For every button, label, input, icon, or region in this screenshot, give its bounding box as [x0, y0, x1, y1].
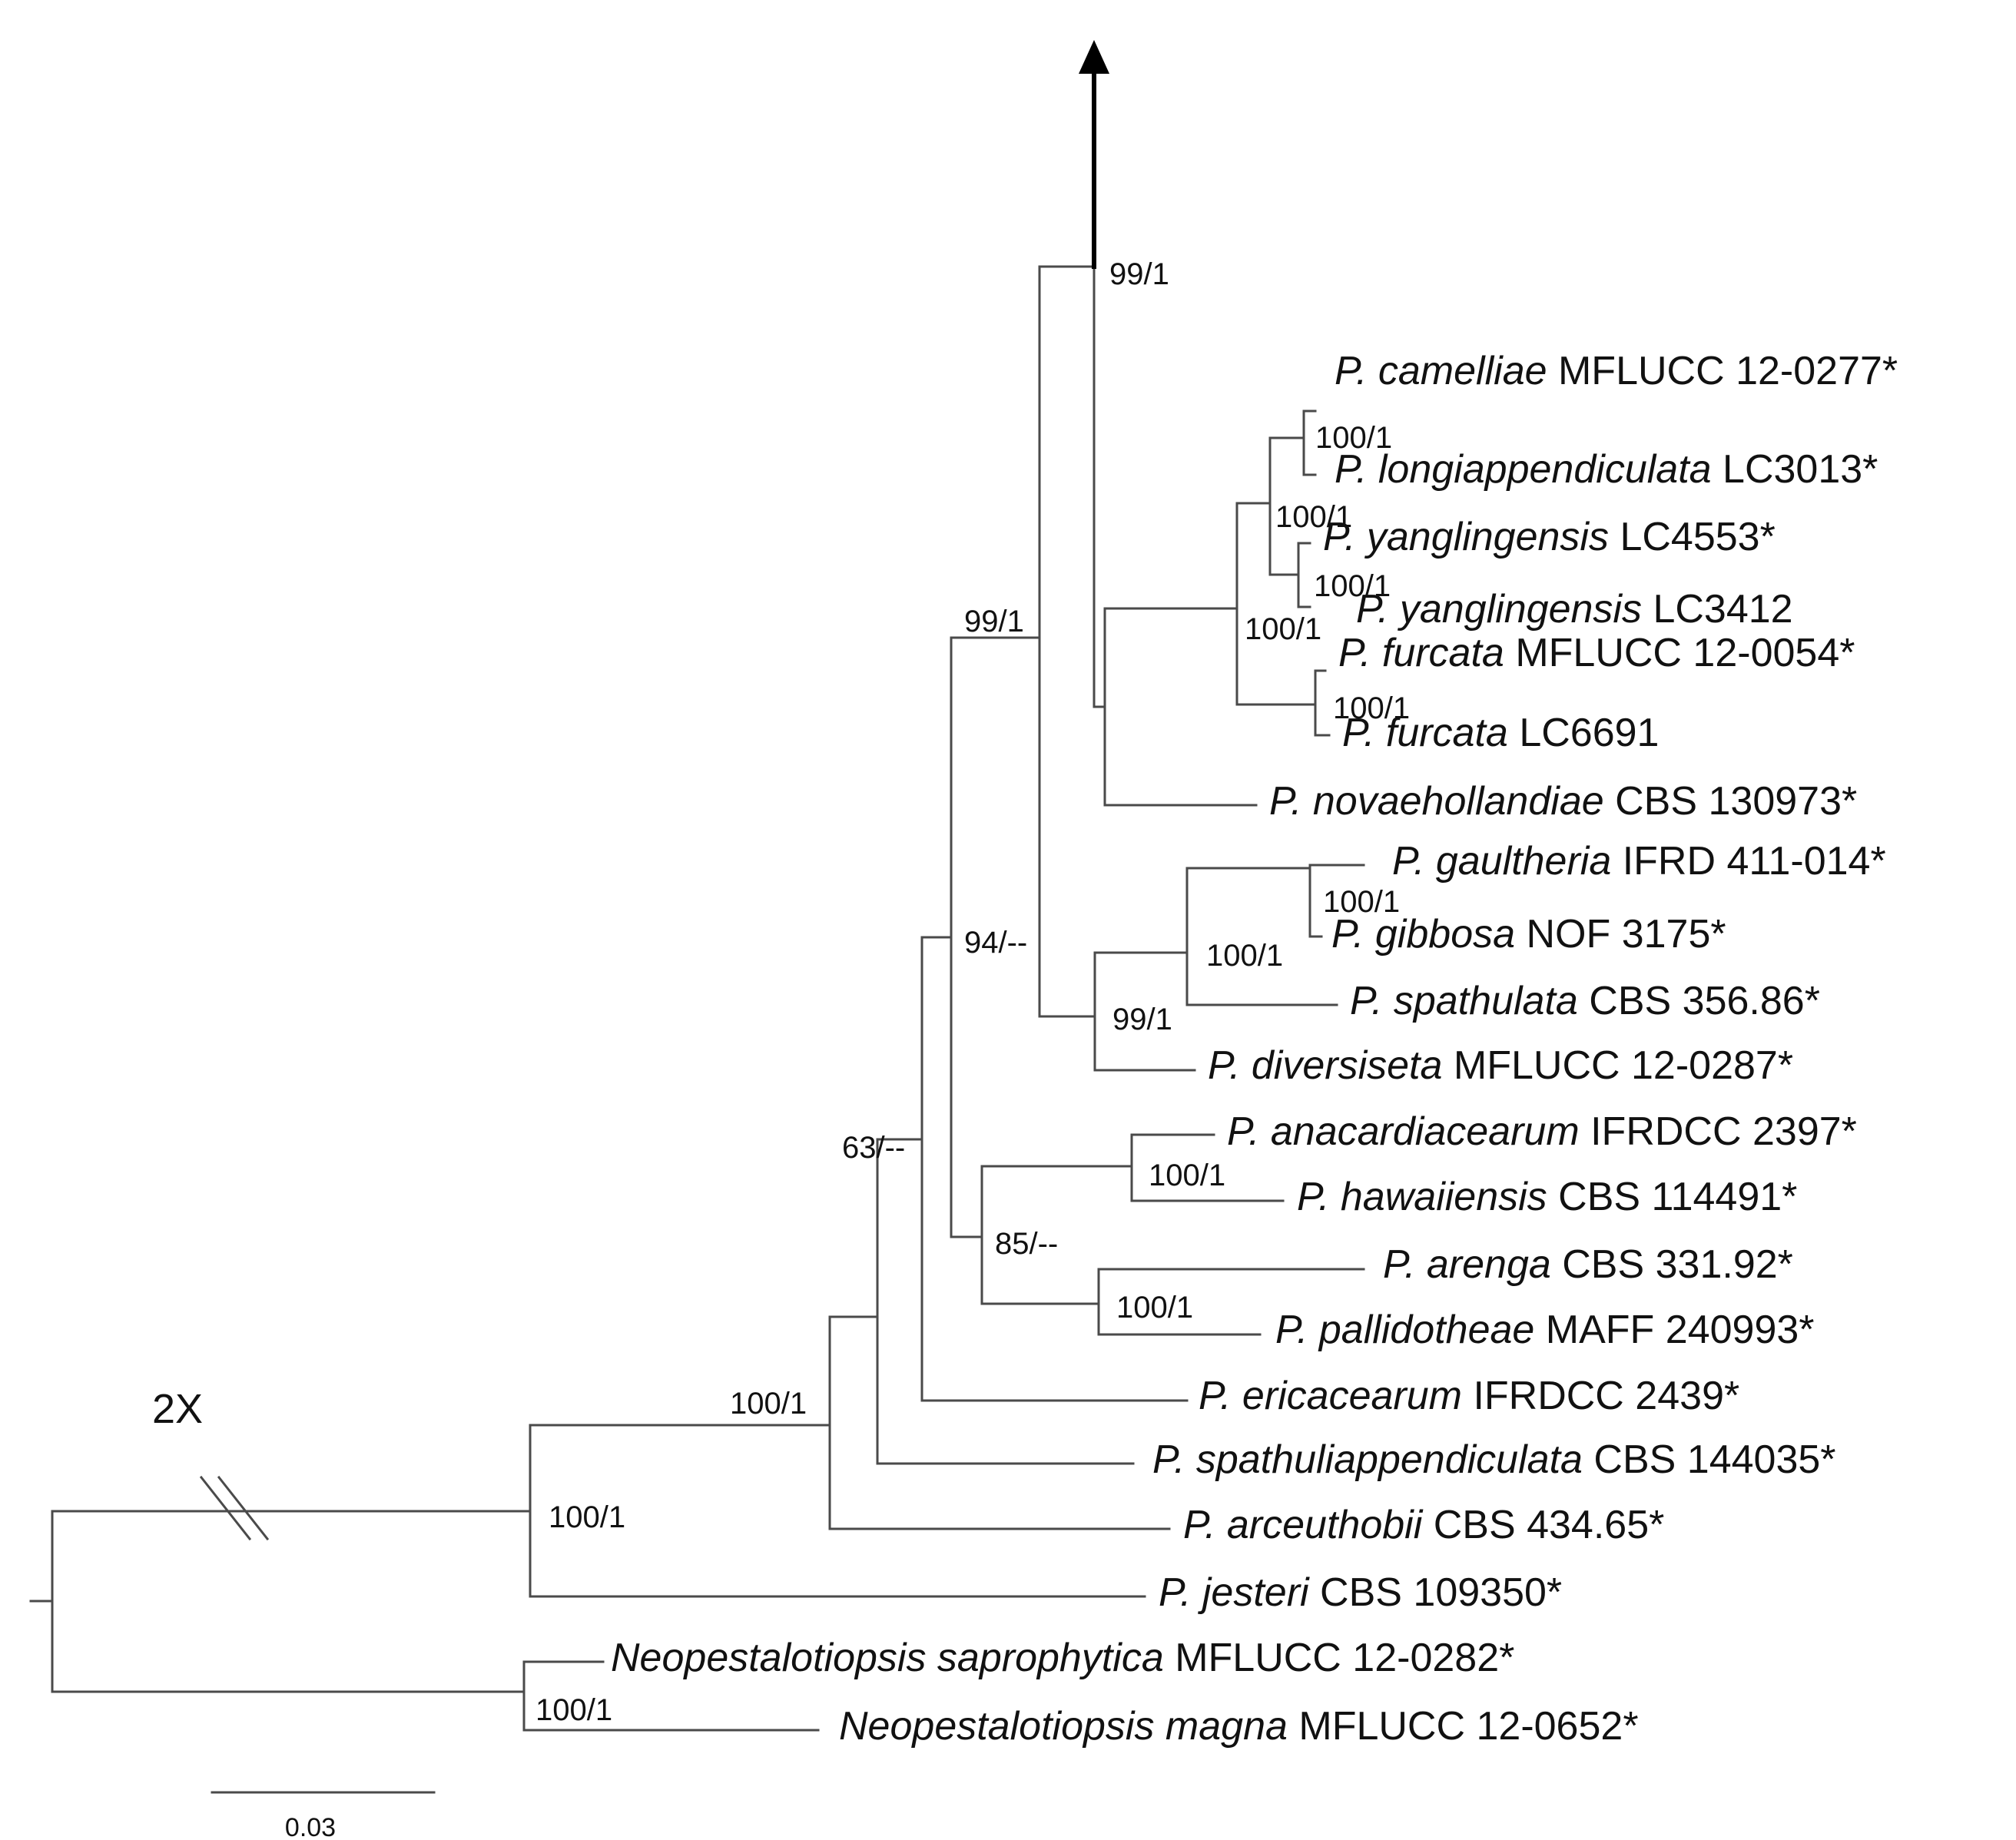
support-value: 100/1 [536, 1693, 612, 1727]
taxon-label: P. arceuthobii CBS 434.65* [1183, 1503, 1664, 1547]
support-value: 100/1 [1323, 885, 1400, 919]
taxon-label: P. ericacearum IFRDCC 2439* [1199, 1374, 1739, 1418]
collapsed-clade-arrow-icon [1079, 40, 1109, 74]
taxon-label: P. diversiseta MFLUCC 12-0287* [1208, 1043, 1793, 1088]
support-value: 100/1 [1206, 939, 1283, 973]
taxon-label: P. furcata LC6691 [1342, 711, 1659, 755]
support-value: 100/1 [1116, 1291, 1193, 1324]
taxon-label: P. anacardiacearum IFRDCC 2397* [1227, 1109, 1857, 1154]
taxon-label: P. yanglingensis LC3412 [1356, 587, 1793, 632]
support-value: 100/1 [1149, 1159, 1225, 1192]
support-value: 85/-- [995, 1227, 1058, 1261]
support-value: 94/-- [964, 926, 1027, 960]
taxon-label: P. jesteri CBS 109350* [1159, 1570, 1562, 1615]
support-value: 100/1 [1315, 421, 1392, 455]
support-value: 99/1 [964, 605, 1024, 638]
taxon-label: P. arenga CBS 331.92* [1383, 1242, 1793, 1287]
taxon-label: P. camelliae MFLUCC 12-0277* [1335, 349, 1898, 393]
support-value: 99/1 [1109, 257, 1169, 291]
taxon-label: P. pallidotheae MAFF 240993* [1275, 1308, 1815, 1352]
branch-break-label: 2X [152, 1386, 203, 1432]
support-value: 100/1 [549, 1500, 625, 1534]
taxon-label: P. furcata MFLUCC 12-0054* [1338, 631, 1855, 675]
taxon-label: P. novaehollandiae CBS 130973* [1269, 779, 1857, 824]
break-line-1 [199, 1475, 252, 1541]
taxon-label: P. yanglingensis LC4553* [1323, 515, 1776, 559]
support-value: 99/1 [1112, 1003, 1172, 1036]
taxon-labels: P. camelliae MFLUCC 12-0277* P. longiapp… [611, 349, 1898, 1749]
support-value: 100/1 [1275, 500, 1352, 534]
taxon-label: Neopestalotiopsis magna MFLUCC 12-0652* [839, 1704, 1639, 1749]
support-value: 63/-- [842, 1131, 905, 1165]
taxon-label: P. spathulata CBS 356.86* [1350, 979, 1820, 1023]
taxon-label: P. gaultheria IFRD 411-014* [1392, 839, 1886, 884]
taxon-label: P. spathuliappendiculata CBS 144035* [1152, 1437, 1836, 1482]
support-value: 100/1 [1333, 691, 1410, 725]
support-value: 100/1 [1314, 569, 1391, 603]
break-line-2 [217, 1475, 270, 1541]
taxon-label: P. hawaiiensis CBS 114491* [1297, 1175, 1797, 1219]
support-value: 100/1 [730, 1387, 807, 1421]
scale-bar-label: 0.03 [285, 1813, 336, 1840]
taxon-label: Neopestalotiopsis saprophytica MFLUCC 12… [611, 1636, 1514, 1680]
support-value: 100/1 [1245, 612, 1321, 646]
taxon-label: P. gibbosa NOF 3175* [1331, 912, 1726, 956]
tree-branches [29, 40, 1365, 1794]
taxon-label: P. longiappendiculata LC3013* [1335, 447, 1878, 492]
support-values: 99/1 99/1 100/1 100/1 100/1 100/1 100/1 … [536, 257, 1410, 1727]
